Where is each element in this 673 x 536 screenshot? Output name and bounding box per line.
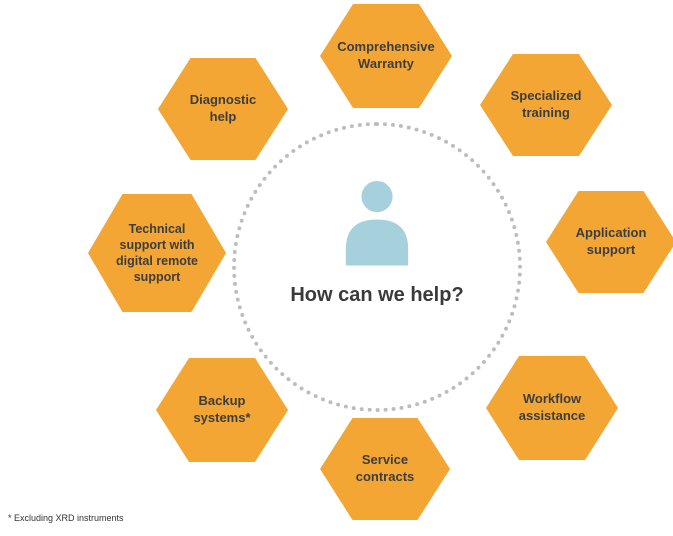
- hexagon-label: Service contracts: [355, 452, 415, 484]
- hexagon-label: Backup systems*: [193, 393, 251, 425]
- hexagon-label: Technical support with digital remote su…: [116, 221, 198, 285]
- hexagon-workflow-assistance: Workflow assistance: [486, 356, 618, 460]
- hexagon-technical-support: Technical support with digital remote su…: [88, 194, 226, 312]
- hexagon-comprehensive-warranty: Comprehensive Warranty: [320, 4, 452, 108]
- footnote: * Excluding XRD instruments: [8, 513, 124, 523]
- person-icon: [345, 181, 409, 266]
- hexagon-diagnostic-help: Diagnostic help: [158, 58, 288, 160]
- center-question: How can we help?: [290, 284, 464, 306]
- hexagon-label: Specialized training: [510, 88, 582, 120]
- hexagon-label: Comprehensive Warranty: [337, 39, 435, 71]
- hexagon-label: Application support: [575, 225, 647, 257]
- hexagon-label: Workflow assistance: [518, 391, 586, 423]
- hexagon-backup-systems: Backup systems*: [156, 358, 288, 462]
- hexagon-label: Diagnostic help: [189, 92, 257, 124]
- hexagon-service-contracts: Service contracts: [320, 418, 450, 520]
- hexagon-application-support: Application support: [546, 191, 673, 293]
- hexagon-specialized-training: Specialized training: [480, 54, 612, 156]
- center-circle: How can we help?: [232, 122, 522, 412]
